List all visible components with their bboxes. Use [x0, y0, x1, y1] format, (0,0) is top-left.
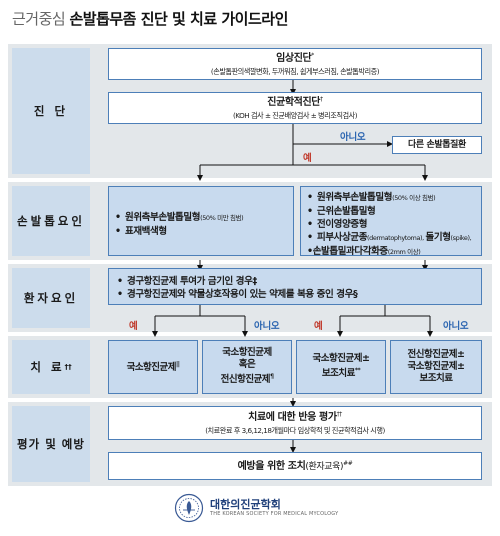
patient-no-label-2: 아니오	[443, 321, 469, 332]
title-main: 손발톱무좀 진단 및 치료 가이드라인	[69, 10, 288, 28]
treatment-line: 국소항진균제±	[312, 353, 370, 365]
diagnosis-no-label: 아니오	[340, 132, 366, 143]
society-subtitle: THE KOREAN SOCIETY FOR MEDICAL MYCOLOGY	[210, 511, 339, 517]
mycological-diagnosis-box: 진균학적진단† (KOH 검사 ± 진균배양검사 ± 병리조직검사)	[108, 92, 482, 124]
section-patient-factors-label: 환자요인	[23, 291, 79, 305]
treatment-topical-adjuvant-box: 국소항진균제± 보조치료**	[296, 340, 386, 394]
title-prefix: 근거중심	[12, 10, 66, 28]
nail-factors-mild-box: 원위측부손발톱밀형(50% 미만 침범) 표재백색형	[108, 186, 294, 256]
patient-factor-item: 경구항진균제 투여가 금기인 경우‡	[117, 275, 481, 288]
page-title: 근거중심 손발톱무좀 진단 및 치료 가이드라인	[12, 8, 288, 29]
treatment-systemic-combo-box: 전신항진균제± 국소항진균제± 보조치료	[390, 340, 482, 394]
clinical-diagnosis-title: 임상진단	[276, 53, 312, 65]
treatment-topical-label: 국소항진균제	[126, 362, 177, 374]
section-nail-factors: 손발톱요인	[12, 186, 90, 256]
mycological-diagnosis-title: 진균학적진단	[267, 97, 321, 109]
treatment-line: 국소항진균제	[222, 347, 272, 359]
nail-factor-severe-item: •손발톱밑과다각화증(2mm 이상)	[307, 245, 481, 259]
clinical-diagnosis-box: 임상진단* (손발톱판의색깔변화, 두꺼워짐, 쉽게부스러짐, 손발톱박리증)	[108, 48, 482, 80]
other-nail-disease-label: 다른 손발톱질환	[408, 140, 466, 150]
section-patient-factors: 환자요인	[12, 268, 90, 328]
prevention-box: 예방을 위한 조치(환자교육)##	[108, 452, 482, 480]
treatment-line: 국소항진균제±	[407, 361, 465, 372]
nail-factor-severe-item: 전이영양증형	[307, 218, 481, 231]
other-nail-disease-box: 다른 손발톱질환	[392, 136, 482, 154]
society-logo: 대한의진균학회 THE KOREAN SOCIETY FOR MEDICAL M…	[174, 493, 338, 523]
treatment-line: 전신항진균제	[220, 374, 271, 386]
section-treatment-label: 치 료	[30, 360, 65, 374]
treatment-line: 보조치료	[321, 368, 355, 380]
clinical-diagnosis-detail: (손발톱판의색깔변화, 두꺼워짐, 쉽게부스러짐, 손발톱박리증)	[210, 66, 380, 76]
patient-yes-label-2: 예	[314, 321, 323, 332]
nail-factor-severe-item: 피부사상균종(dermatophytoma), 돌기형(spike),	[307, 231, 481, 245]
treatment-topical-or-systemic-box: 국소항진균제 혹은 전신항진균제¶	[202, 340, 292, 394]
section-evaluation: 평가 및 예방	[12, 406, 90, 482]
section-treatment-sup: ††	[64, 363, 72, 371]
nail-factor-mild-item: 원위측부손발톱밀형(50% 미만 침범)	[115, 211, 293, 225]
response-evaluation-detail: (치료완료 후 3,6,12,18개월마다 임상학적 및 진균학적검사 시행)	[205, 425, 385, 435]
section-treatment: 치 료††	[12, 340, 90, 394]
patient-factors-box: 경구항진균제 투여가 금기인 경우‡ 경구항진균제와 약물상호작용이 있는 약제…	[108, 268, 482, 305]
response-evaluation-box: 치료에 대한 반응 평가†† (치료완료 후 3,6,12,18개월마다 임상학…	[108, 406, 482, 440]
diagnosis-yes-label: 예	[303, 153, 312, 164]
section-evaluation-label: 평가 및 예방	[17, 437, 85, 451]
society-name: 대한의진균학회	[210, 498, 281, 511]
nail-factor-severe-item: 근위손발톱밀형	[307, 205, 481, 218]
nail-factor-mild-item: 표재백색형	[115, 225, 293, 238]
clinical-diagnosis-sup: *	[311, 52, 314, 60]
treatment-topical-box: 국소항진균제||	[108, 340, 198, 394]
nail-factor-severe-item: 원위측부손발톱밀형(50% 이상 침범)	[307, 191, 481, 205]
section-diagnosis: 진 단	[12, 48, 90, 174]
nail-factors-severe-box: 원위측부손발톱밀형(50% 이상 침범) 근위손발톱밀형 전이영양증형 피부사상…	[300, 186, 482, 259]
patient-no-label-1: 아니오	[254, 321, 280, 332]
treatment-line: 보조치료	[419, 373, 453, 384]
section-diagnosis-label: 진 단	[33, 104, 69, 118]
society-emblem-icon	[174, 493, 204, 523]
prevention-title: 예방을 위한 조치	[237, 461, 306, 473]
mycological-diagnosis-sup: †	[320, 96, 323, 104]
prevention-suffix: (환자교육)	[305, 462, 344, 473]
patient-yes-label-1: 예	[129, 321, 138, 332]
response-evaluation-title: 치료에 대한 반응 평가	[248, 412, 337, 424]
section-nail-factors-label: 손발톱요인	[17, 214, 85, 228]
treatment-line: 전신항진균제±	[407, 349, 465, 360]
treatment-line: 혹은	[238, 359, 256, 371]
patient-factor-item: 경구항진균제와 약물상호작용이 있는 약제를 복용 중인 경우§	[117, 288, 481, 301]
mycological-diagnosis-detail: (KOH 검사 ± 진균배양검사 ± 병리조직검사)	[232, 110, 358, 120]
